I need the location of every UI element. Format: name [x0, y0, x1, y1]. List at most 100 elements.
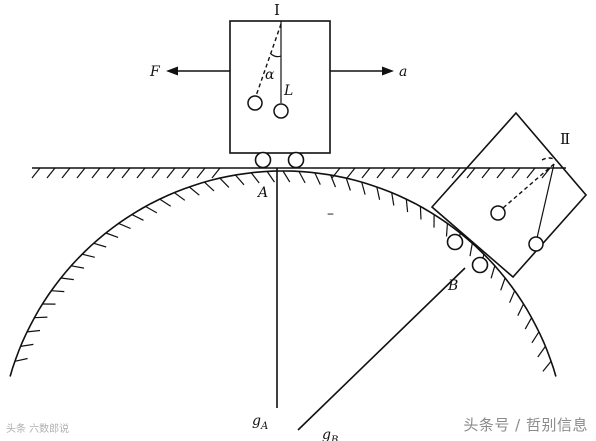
box-one-wheel-right	[287, 151, 305, 169]
hill-hatch-mark	[20, 343, 34, 347]
ground-hatch-mark	[121, 167, 131, 179]
ground-surface	[31, 167, 566, 179]
ground-hatch-mark	[166, 167, 176, 179]
hill-hatch-mark	[27, 329, 41, 333]
hill-hatch-mark	[188, 186, 200, 196]
hill-hatch-mark	[376, 186, 381, 200]
hill-hatch-mark	[490, 265, 496, 279]
acceleration-label: a	[399, 64, 407, 80]
hill-hatch-mark	[469, 243, 473, 257]
ground-hatch-mark	[361, 167, 371, 179]
hill-hatch-mark	[51, 290, 65, 293]
hill-hatch-mark	[537, 346, 546, 358]
ground-hatch-mark	[406, 167, 416, 179]
gravity-b-label: gB	[322, 427, 338, 441]
hill-hatch-mark	[445, 223, 448, 237]
hill-hatch-mark	[34, 316, 48, 319]
ground-hatch-mark	[91, 167, 101, 179]
minus-sign: –	[327, 206, 334, 222]
pendulum-bob-vertical	[273, 103, 289, 119]
hill-hatch-mark	[298, 171, 306, 184]
ground-hatch-mark	[61, 167, 71, 179]
hill-hatch-mark	[531, 331, 540, 344]
watermark-right: 头条号 / 哲别信息	[463, 416, 588, 434]
pendulum-bob-tilted	[247, 95, 263, 111]
hill-hatch-mark	[361, 181, 366, 195]
ground-hatch-mark	[346, 167, 356, 179]
acceleration-arrow: a	[330, 64, 407, 80]
point-b-label: B	[447, 278, 458, 294]
hill-hatch-mark	[219, 177, 230, 188]
hill-hatch-mark	[282, 170, 291, 183]
force-label: F	[149, 64, 161, 80]
ground-hatch-mark	[466, 167, 476, 179]
ground-hatch-mark	[421, 167, 431, 179]
box-one-label: I	[274, 1, 280, 19]
hill-hatch-mark	[266, 171, 275, 183]
ground-hatch-mark	[76, 167, 86, 179]
hill-hatch-mark	[105, 232, 119, 238]
hill-hatch-mark	[81, 253, 95, 258]
ground-hatch-mark	[496, 167, 506, 179]
hill-hatch-mark	[314, 172, 321, 185]
watermark-left: 头条 六数郎说	[6, 424, 70, 435]
hill-hatch-mark	[159, 198, 172, 207]
ground-hatch-mark	[541, 167, 551, 179]
ground-hatch-mark	[391, 167, 401, 179]
hill-hatch-mark	[131, 214, 144, 221]
ground-hatch-mark	[526, 167, 536, 179]
point-b-group: B gB	[297, 267, 466, 441]
hill-hatch-mark	[405, 199, 409, 213]
ground-hatch-mark	[106, 167, 116, 179]
hill-hatch-mark	[517, 303, 525, 316]
ground-hatch-mark	[511, 167, 521, 179]
point-a-label: A	[256, 185, 268, 201]
box-two-string-dashed	[502, 163, 555, 209]
hill-hatch-mark	[524, 317, 533, 330]
hill-hatch-mark	[14, 357, 28, 362]
ground-hatch-mark	[151, 167, 161, 179]
box-two-angle-arc	[541, 157, 557, 161]
box-two-bob-dashed	[490, 205, 506, 221]
box-two-label: Ⅱ	[560, 130, 570, 148]
length-label: L	[283, 83, 293, 99]
hill-hatch-mark	[173, 192, 186, 201]
gravity-a-label: gA	[252, 413, 268, 432]
hill-hatch-mark	[330, 174, 337, 188]
box-two: Ⅱ	[430, 111, 588, 279]
hill-hatch-mark	[500, 277, 506, 291]
hill-hatch-mark	[542, 360, 552, 372]
hill-hatch-mark	[345, 177, 351, 191]
ground-hatch-mark	[196, 167, 206, 179]
box-one: I α L	[229, 1, 331, 169]
hill-hatching	[14, 170, 552, 372]
box-two-wheel-lower	[471, 256, 489, 274]
ground-hatch-mark	[481, 167, 491, 179]
gravity-line-b	[297, 267, 466, 431]
hill-hatch-mark	[71, 265, 85, 269]
ground-hatch-mark	[181, 167, 191, 179]
box-two-bob-solid	[528, 236, 544, 252]
box-two-wheel-upper	[446, 233, 464, 251]
ground-hatch-mark	[376, 167, 386, 179]
point-a-group: A gA	[252, 168, 278, 432]
angle-arc	[270, 53, 282, 58]
hill-hatch-mark	[391, 192, 395, 206]
box-two-string-solid	[536, 163, 555, 239]
hill-hatch-mark	[118, 222, 131, 230]
ground-hatch-mark	[46, 167, 56, 179]
ground-hatch-mark	[136, 167, 146, 179]
hill-hatch-mark	[93, 242, 107, 248]
hill-hatch-mark	[145, 205, 158, 214]
hill-hatch-mark	[203, 181, 215, 192]
ground-hatch-mark	[451, 167, 461, 179]
hill-hatch-mark	[250, 172, 260, 184]
ground-hatch-mark	[436, 167, 446, 179]
hill-hatch-mark	[509, 290, 516, 303]
curved-hill	[9, 170, 557, 377]
hill-hatch-mark	[234, 174, 245, 186]
box-one-wheel-left	[254, 151, 272, 169]
ground-hatch-mark	[31, 167, 41, 179]
angle-label: α	[265, 67, 275, 83]
